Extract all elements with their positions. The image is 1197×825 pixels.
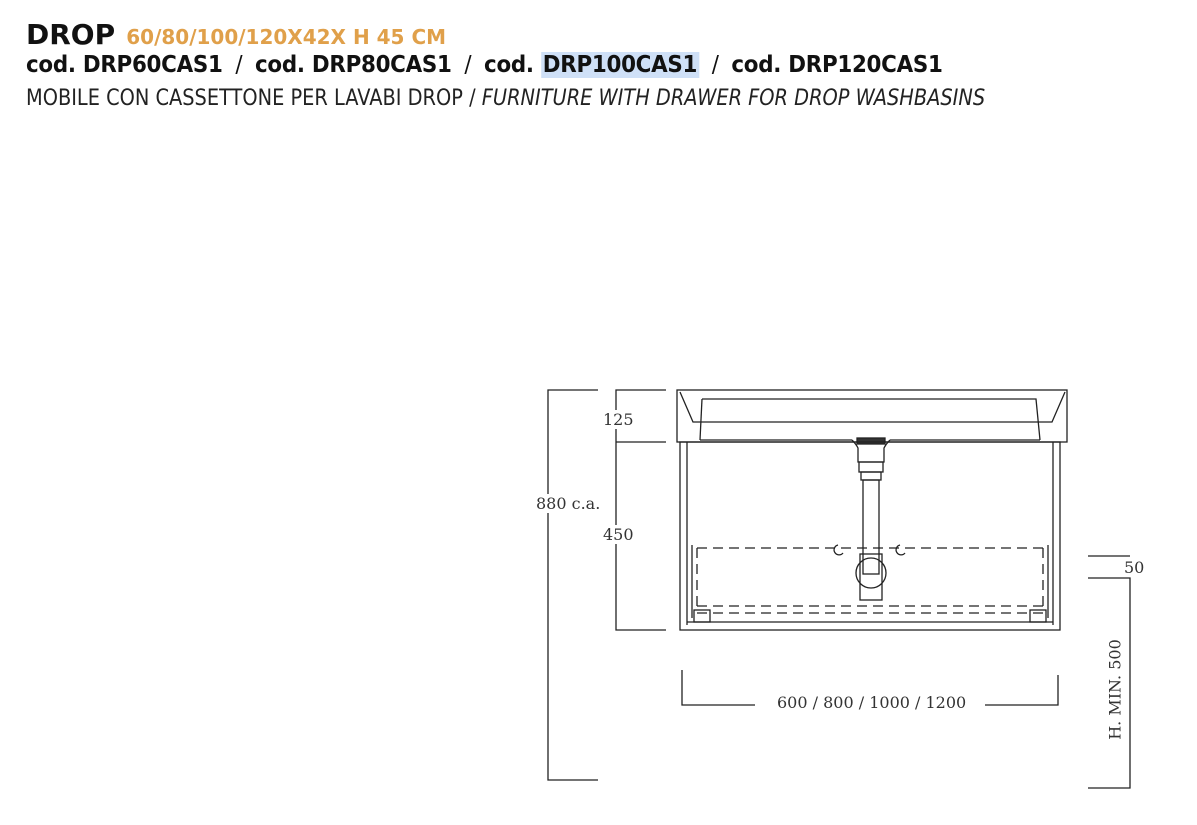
product-code-highlighted[interactable]: DRP100CAS1 [540, 52, 699, 78]
product-description: MOBILE CON CASSETTONE PER LAVABI DROP / … [26, 86, 985, 111]
code-prefix: cod. [731, 52, 782, 78]
code-prefix: cod. [26, 52, 76, 78]
drain-pipe [862, 479, 880, 575]
product-code: DRP120CAS1 [788, 52, 943, 78]
label-width: 600 / 800 / 1000 / 1200 [777, 693, 967, 712]
product-codes: cod. DRP60CAS1 / cod. DRP80CAS1 / cod. D… [26, 52, 943, 78]
separator: / [235, 52, 243, 78]
product-code: DRP60CAS1 [82, 52, 223, 78]
dim-line-cabinet [615, 389, 666, 631]
washbasin-outline [676, 389, 1068, 443]
code-prefix: cod. [484, 52, 534, 78]
product-code: DRP80CAS1 [311, 52, 452, 78]
dim-line-width [681, 670, 755, 706]
description-english: FURNITURE WITH DRAWER FOR DROP WASHBASIN… [481, 86, 986, 111]
brand-name: DROP [26, 18, 116, 51]
separator: / [711, 52, 719, 78]
code-prefix: cod. [255, 52, 305, 78]
dim-line-min-height [1088, 577, 1131, 789]
product-title: DROP 60/80/100/120X42X H 45 CM [26, 18, 446, 51]
label-cabinet-height: 450 [603, 525, 634, 544]
description-italian: MOBILE CON CASSETTONE PER LAVABI DROP [26, 86, 463, 111]
separator: / [464, 52, 472, 78]
drawer-outline-hidden [696, 547, 1044, 614]
label-min-height: H. MIN. 500 [1105, 639, 1125, 740]
product-dimensions: 60/80/100/120X42X H 45 CM [126, 25, 447, 49]
cabinet-outline [679, 441, 1061, 631]
label-basin-height: 125 [603, 410, 634, 429]
label-total-height: 880 c.a. [536, 494, 601, 513]
dim-line-total-height [547, 389, 598, 781]
separator: / [469, 86, 476, 111]
label-gap: 50 [1124, 558, 1145, 577]
